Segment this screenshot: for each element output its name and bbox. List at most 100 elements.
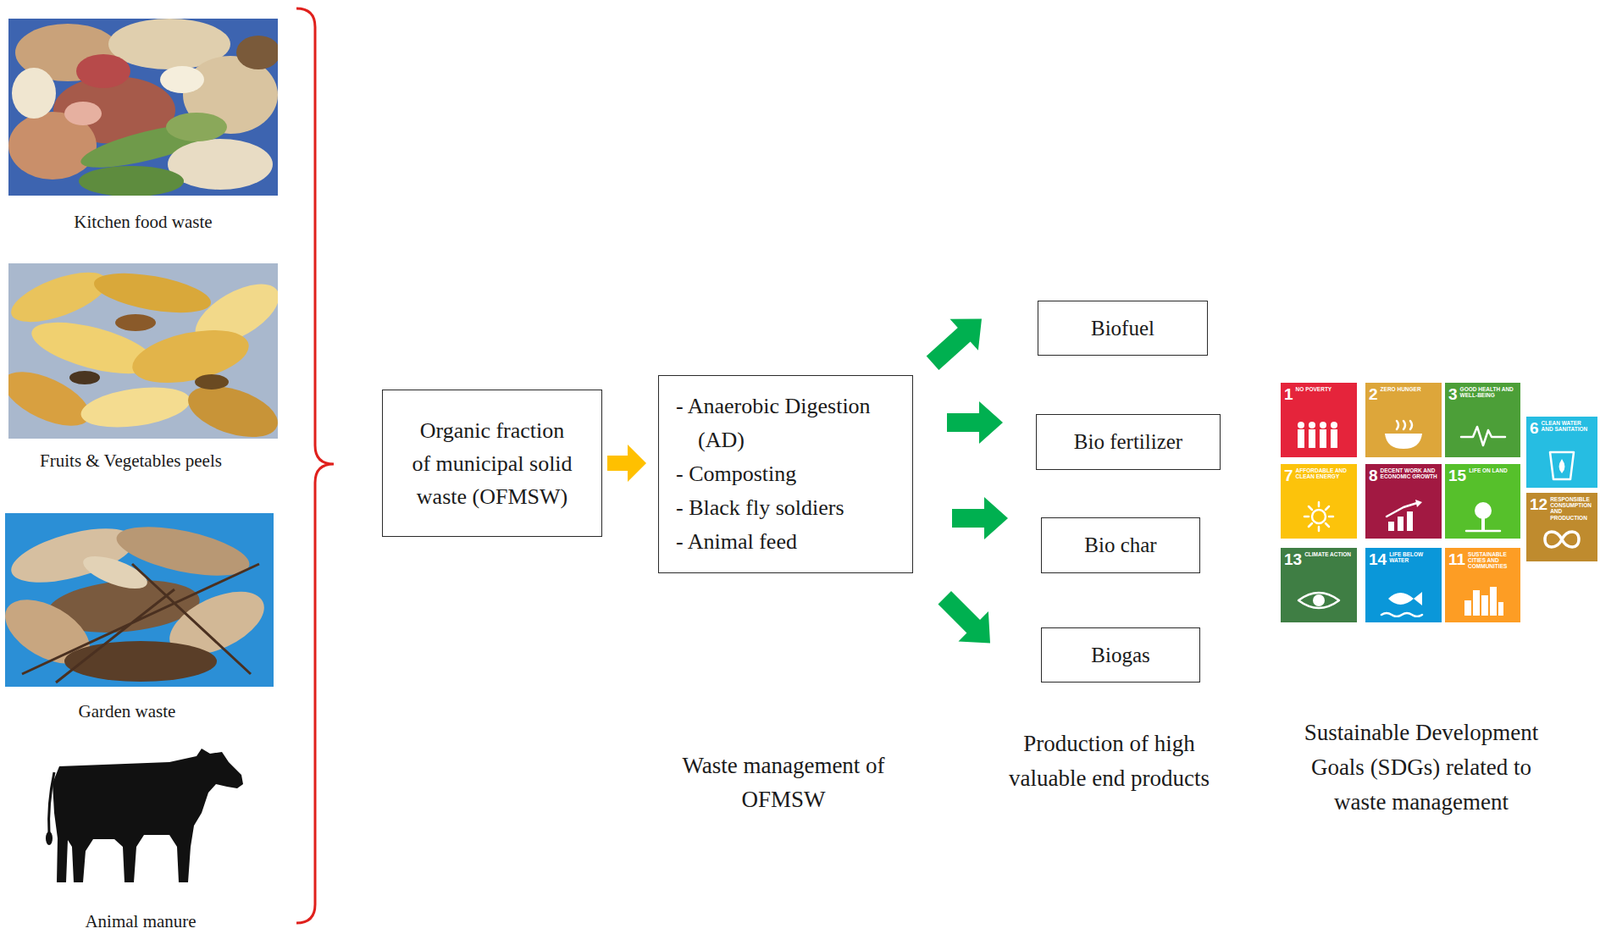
goal-title: LIFE BELOW WATER [1389, 551, 1439, 564]
sdg-tile-header: 15LIFE ON LAND [1448, 467, 1517, 484]
sdg-icon [1293, 499, 1345, 534]
cow-tail-tuft [45, 831, 53, 846]
goal-number: 1 [1284, 386, 1294, 403]
goal-title: ZERO HUNGER [1380, 386, 1422, 393]
source-box: Organic fraction of municipal solid wast… [382, 389, 603, 538]
goal-number: 6 [1529, 420, 1540, 437]
icon-shape [1319, 429, 1327, 449]
icon-shape [1388, 521, 1395, 532]
stage-caption: Production of high valuable end products [996, 726, 1222, 797]
grouping-bracket [296, 8, 334, 924]
icon-shape [1489, 586, 1497, 616]
goal-number: 11 [1448, 551, 1466, 568]
peel-spot [194, 374, 229, 390]
icon-shape [1464, 600, 1472, 616]
icon-shape [1308, 429, 1316, 449]
product-box: Biogas [1040, 627, 1201, 683]
goal-title: GOOD HEALTH AND WELL-BEING [1460, 386, 1517, 399]
icon-shape [1466, 530, 1501, 533]
goal-title: AFFORDABLE AND CLEAN ENERGY [1295, 467, 1354, 480]
sdg-tile-header: 6CLEAN WATER AND SANITATION [1529, 420, 1595, 437]
cow-tail [49, 772, 55, 834]
sdg-icon [1378, 418, 1429, 453]
peel [91, 265, 215, 321]
icon-shape [1330, 421, 1338, 429]
sdg-icon [1536, 522, 1588, 557]
box-text: Organic fraction of municipal solid wast… [409, 414, 575, 514]
icon-shape [1415, 499, 1423, 508]
image-caption: Garden waste [0, 699, 255, 725]
goal-number: 13 [1284, 551, 1302, 568]
sdg-tile-header: 14LIFE BELOW WATER [1368, 551, 1439, 568]
box-text: Biofuel [1090, 315, 1155, 342]
goal-number: 14 [1368, 551, 1387, 568]
sdg-tile: 3GOOD HEALTH AND WELL-BEING [1444, 382, 1521, 458]
icon-shape [1481, 595, 1489, 616]
icon-shape [1397, 516, 1404, 532]
sdg-icon [1457, 499, 1509, 534]
icon-shape [1413, 592, 1423, 606]
icon-shape [1498, 602, 1504, 616]
image-caption: Animal manure [13, 909, 268, 934]
goal-number: 12 [1529, 496, 1548, 513]
output-arrow [926, 319, 982, 371]
sdg-tile: 14LIFE BELOW WATER [1365, 548, 1442, 623]
product-box: Bio fertilizer [1035, 414, 1221, 471]
sdg-tile-header: 1NO POVERTY [1284, 386, 1354, 403]
output-arrow [938, 591, 992, 644]
sdg-icon [1457, 583, 1509, 618]
garden-waste-photo [0, 513, 274, 687]
method-item: - Black fly soldiers [675, 491, 845, 526]
icon-shape [1297, 421, 1305, 429]
box-text: Biogas [1090, 642, 1150, 669]
image-caption: Kitchen food waste [16, 210, 271, 235]
sdg-tile: 13CLIMATE ACTION [1280, 548, 1357, 623]
method-list-box: - Anaerobic Digestion (AD)- Composting- … [658, 375, 914, 574]
icon-shape [1406, 511, 1413, 532]
sdg-icon [1293, 418, 1345, 453]
icon-shape [1384, 433, 1423, 449]
icon-shape [1304, 502, 1334, 532]
icon-shape [1472, 590, 1480, 616]
cow-silhouette [52, 748, 244, 883]
peel [127, 321, 255, 393]
sdg-tile: 6CLEAN WATER AND SANITATION [1526, 416, 1598, 488]
peel [182, 376, 285, 447]
goal-title: LIFE ON LAND [1468, 467, 1508, 474]
sdg-icon [1536, 448, 1588, 483]
sdg-tile-header: 2ZERO HUNGER [1368, 386, 1439, 403]
sdg-tile-header: 7AFFORDABLE AND CLEAN ENERGY [1284, 467, 1354, 484]
goal-number: 3 [1448, 386, 1458, 403]
goal-number: 7 [1284, 467, 1294, 484]
icon-shape [1386, 503, 1418, 517]
food-waste-photo [8, 18, 281, 197]
sdg-tile-header: 13CLIMATE ACTION [1284, 551, 1354, 568]
sdg-tile: 8DECENT WORK AND ECONOMIC GROWTH [1365, 464, 1442, 539]
sdg-icon [1378, 583, 1429, 618]
icon-shape [1544, 531, 1579, 548]
icon-shape [1381, 613, 1423, 617]
icon-shape [1550, 452, 1574, 480]
food-scrap [64, 101, 102, 126]
food-scrap [160, 66, 205, 94]
sdg-tile-header: 11SUSTAINABLE CITIES AND COMMUNITIES [1448, 551, 1517, 571]
sdg-tile-header: 8DECENT WORK AND ECONOMIC GROWTH [1368, 467, 1439, 484]
icon-shape [1308, 421, 1316, 429]
image-caption: Fruits & Vegetables peels [39, 448, 222, 474]
icon-shape [1312, 594, 1325, 607]
peel [78, 381, 194, 434]
food-scrap [76, 54, 131, 89]
goal-title: SUSTAINABLE CITIES AND COMMUNITIES [1467, 551, 1517, 571]
icon-shape [1481, 516, 1485, 531]
icon-shape [1319, 421, 1327, 429]
goal-title: CLEAN WATER AND SANITATION [1541, 420, 1595, 432]
goal-title: CLIMATE ACTION [1304, 551, 1351, 558]
product-box: Biofuel [1037, 300, 1208, 356]
sdg-tile: 7AFFORDABLE AND CLEAN ENERGY [1280, 464, 1357, 539]
icon-shape [1461, 426, 1506, 446]
sdg-tile: 2ZERO HUNGER [1365, 382, 1442, 458]
goal-title: RESPONSIBLE CONSUMPTION AND PRODUCTION [1550, 496, 1595, 521]
goal-number: 2 [1368, 386, 1379, 403]
goal-number: 15 [1448, 467, 1467, 484]
